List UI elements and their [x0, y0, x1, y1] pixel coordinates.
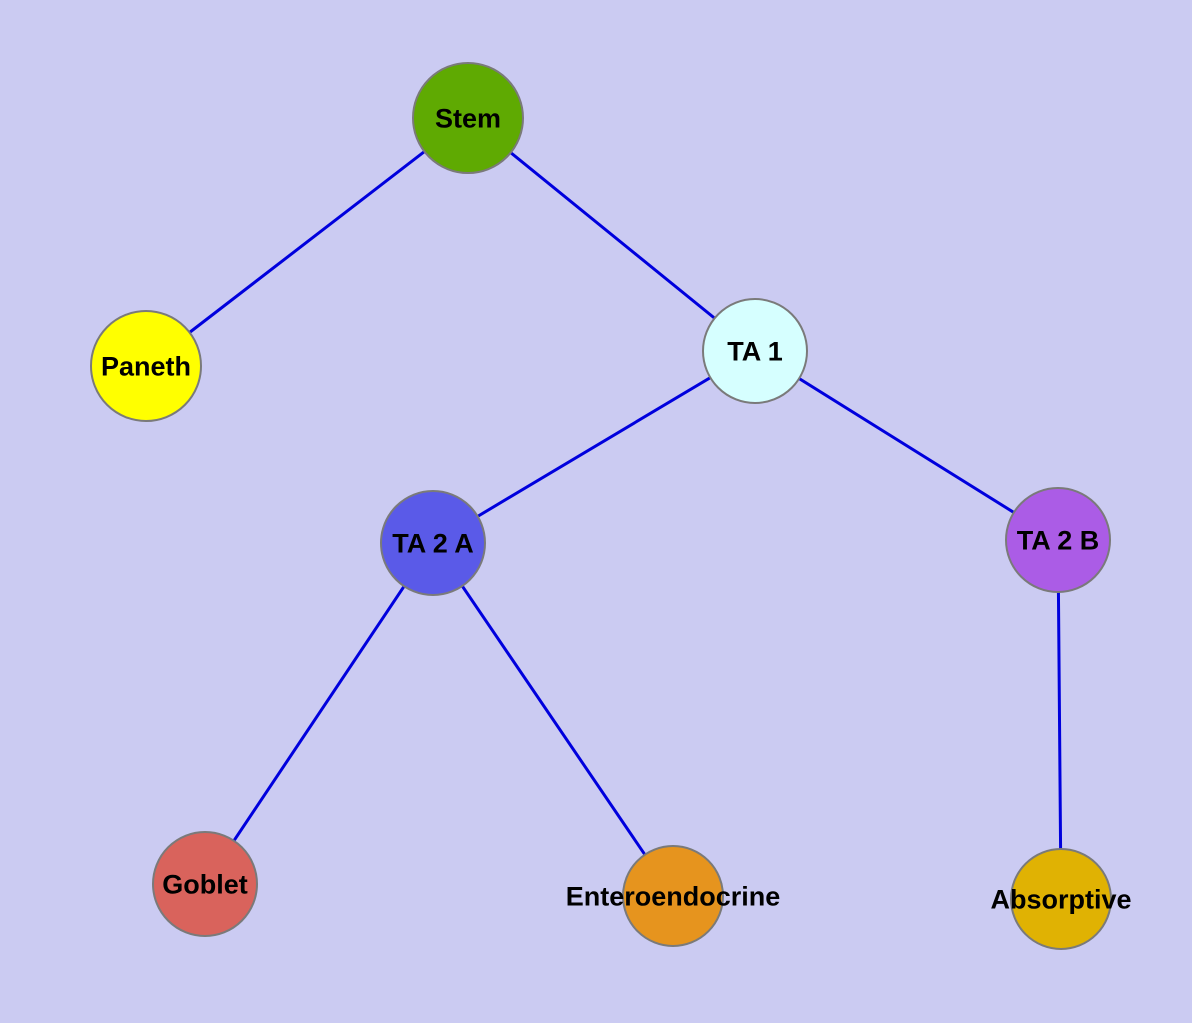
node-stem[interactable]: Stem — [412, 62, 524, 174]
edge-ta2a-goblet — [203, 541, 435, 886]
edge-ta1-ta2b — [753, 349, 1060, 542]
node-circle-absorptive[interactable] — [1010, 848, 1112, 950]
edge-ta2b-absorptive — [1056, 538, 1063, 901]
edge-stem-paneth — [144, 116, 470, 368]
edge-ta1-ta2a — [431, 349, 757, 545]
node-ta2b[interactable]: TA 2 B — [1005, 487, 1111, 593]
node-ta1[interactable]: TA 1 — [702, 298, 808, 404]
node-circle-ta2b[interactable] — [1005, 487, 1111, 593]
node-ta2a[interactable]: TA 2 A — [380, 490, 486, 596]
node-circle-goblet[interactable] — [152, 831, 258, 937]
node-circle-ta1[interactable] — [702, 298, 808, 404]
edge-ta2a-enteroendocrine — [431, 541, 675, 898]
node-goblet[interactable]: Goblet — [152, 831, 258, 937]
node-circle-enteroendocrine[interactable] — [622, 845, 724, 947]
node-circle-paneth[interactable] — [90, 310, 202, 422]
node-circle-ta2a[interactable] — [380, 490, 486, 596]
edge-layer — [144, 116, 1063, 901]
edge-stem-ta1 — [466, 116, 757, 353]
node-circle-stem[interactable] — [412, 62, 524, 174]
node-paneth[interactable]: Paneth — [90, 310, 202, 422]
